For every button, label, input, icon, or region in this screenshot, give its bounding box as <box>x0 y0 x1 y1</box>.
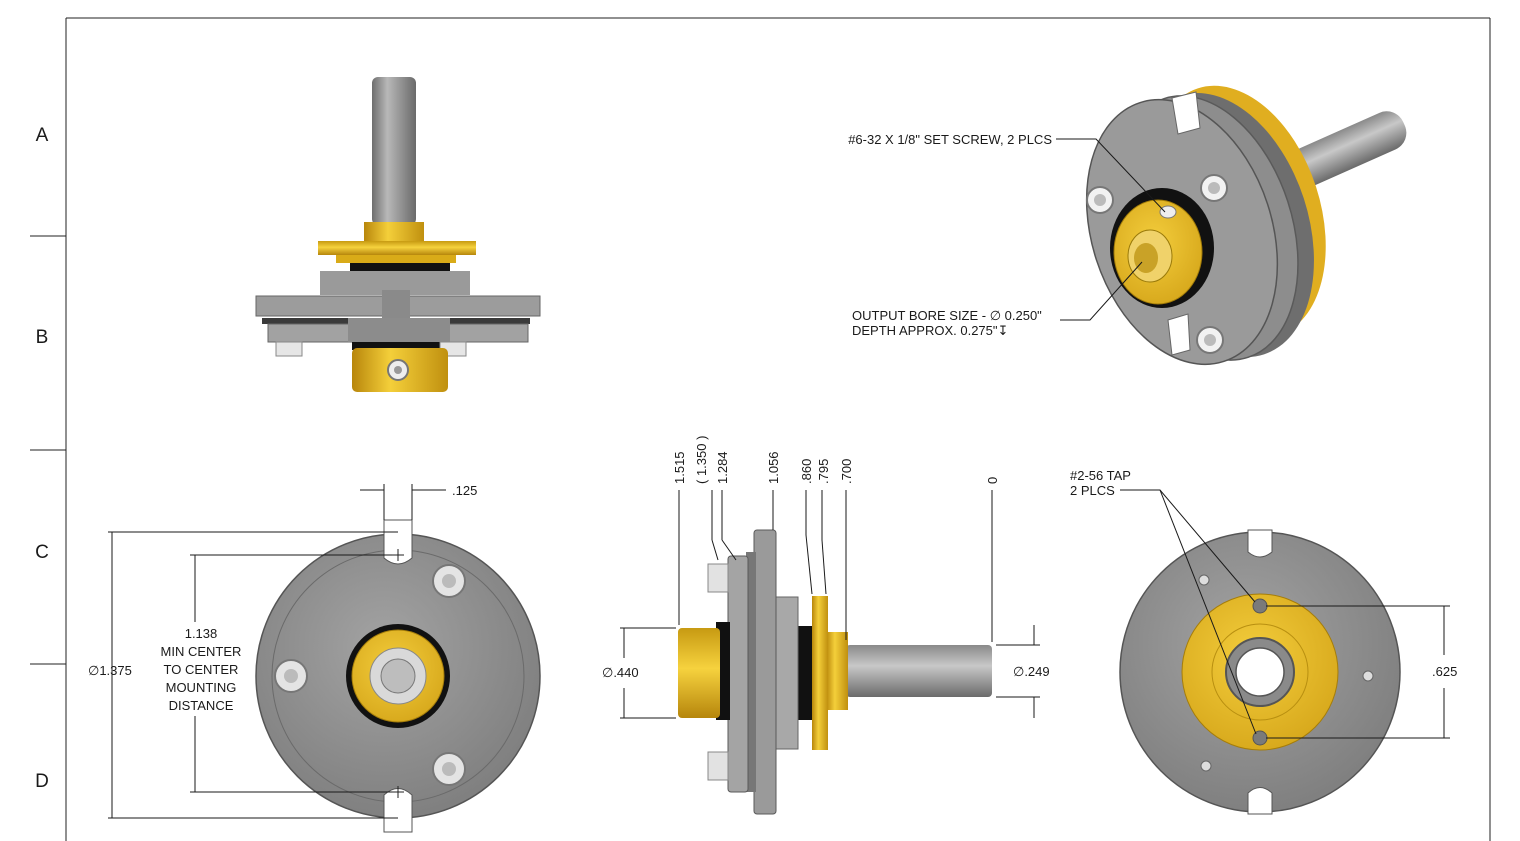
ordinate-1056: 1.056 <box>766 451 781 484</box>
ordinate-860: .860 <box>799 459 814 484</box>
center-dist-note-3: MOUNTING <box>166 680 237 695</box>
side-shaft <box>846 645 992 697</box>
gold-hub-upper <box>364 222 424 244</box>
back-top-slot <box>1247 529 1273 558</box>
back-bore <box>1235 647 1285 697</box>
elevation-view <box>255 77 541 392</box>
iso-set-screw <box>1159 205 1177 219</box>
ordinate-1350: ( 1.350 ) <box>694 436 709 484</box>
zone-label-b: B <box>36 327 49 348</box>
bore-callout-line1: OUTPUT BORE SIZE - ∅ 0.250" <box>852 308 1042 323</box>
output-shaft <box>372 77 416 225</box>
bore-callout-line2: DEPTH APPROX. 0.275"↧ <box>852 323 1008 338</box>
bore-leader <box>1060 261 1143 321</box>
tap-callout-line2: 2 PLCS <box>1070 483 1115 498</box>
tap-hole-bottom <box>1252 730 1268 746</box>
zone-label-a: A <box>36 125 49 146</box>
right-diameter-dim: ∅.249 <box>1013 664 1050 679</box>
front-bottom-slot <box>383 788 413 833</box>
screw-head-left <box>275 341 303 357</box>
center-dist-note-4: DISTANCE <box>169 698 234 713</box>
side-gold-flange <box>812 596 828 750</box>
back-view <box>1119 529 1401 815</box>
center-dist-dim: 1.138 <box>185 626 218 641</box>
ordinate-700: .700 <box>839 459 854 484</box>
sheet-frame <box>30 17 1491 841</box>
gold-flange <box>318 241 476 255</box>
ordinate-1284: 1.284 <box>715 451 730 484</box>
side-ordinate-dims <box>620 490 1040 719</box>
tap-spacing-dim: .625 <box>1432 664 1457 679</box>
ordinate-795: .795 <box>816 459 831 484</box>
zone-label-c: C <box>35 542 49 563</box>
front-bore <box>380 658 416 694</box>
o-ring <box>350 263 450 271</box>
front-diameter-dim: ∅1.375 <box>88 663 132 678</box>
center-dist-note-2: TO CENTER <box>164 662 239 677</box>
side-main-plate <box>753 529 777 815</box>
back-bottom-slot <box>1247 787 1273 815</box>
set-screw-callout: #6-32 X 1/8" SET SCREW, 2 PLCS <box>848 132 1052 147</box>
front-top-slot <box>383 519 413 565</box>
tap-hole-top <box>1252 598 1268 614</box>
ordinate-1515: 1.515 <box>672 451 687 484</box>
set-screw-leader <box>1056 138 1166 213</box>
ordinate-0: 0 <box>985 477 1000 484</box>
iso-bore <box>1134 243 1158 273</box>
iso-bottom-slot <box>1167 313 1191 356</box>
zone-label-d: D <box>35 771 49 792</box>
isometric-view <box>1085 85 1407 366</box>
iso-top-slot <box>1171 91 1201 135</box>
side-gold-input-hub <box>678 628 720 718</box>
slot-width-dim: .125 <box>452 483 477 498</box>
side-view <box>678 529 992 815</box>
tap-callout-line1: #2-56 TAP <box>1070 468 1131 483</box>
center-dist-note-1: MIN CENTER <box>161 644 242 659</box>
front-view <box>255 519 541 833</box>
side-mount-plate <box>727 555 749 793</box>
back-dimensions <box>1120 489 1450 739</box>
front-dimensions <box>108 484 446 819</box>
left-diameter-dim: ∅.440 <box>602 665 639 680</box>
